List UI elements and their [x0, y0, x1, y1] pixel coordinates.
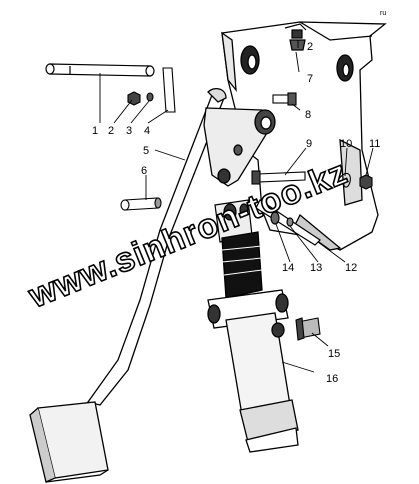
callout-13: 13 [310, 262, 322, 274]
callout-12: 12 [345, 262, 357, 274]
callout-3: 3 [126, 125, 132, 137]
callout-14: 14 [282, 262, 294, 274]
callout-10: 10 [340, 138, 352, 150]
master-cylinder [207, 231, 299, 453]
callout-11: 11 [369, 138, 380, 150]
pedal-upper-arm [203, 107, 276, 187]
callout-7: 7 [307, 73, 313, 85]
callout-1: 1 [92, 125, 98, 137]
callout-2: 2 [108, 125, 114, 137]
leader-lines [99, 40, 374, 373]
callout-5: 5 [143, 145, 149, 157]
callout-labels: 1 2 3 4 5 6 2 7 8 9 10 11 12 13 14 15 16 [92, 41, 380, 385]
callout-16: 16 [326, 373, 338, 385]
upper-bolt-and-clip [284, 23, 307, 51]
clevis-fork [214, 199, 321, 246]
mounting-bracket [221, 21, 387, 251]
callout-4: 4 [144, 125, 150, 137]
callout-9: 9 [306, 138, 312, 150]
callout-8: 8 [305, 109, 311, 121]
pedal-axle [45, 63, 155, 77]
bolt-8 [272, 92, 297, 106]
hose-fitting [295, 317, 321, 341]
bolt-9 [251, 170, 306, 185]
spring-clip-10-11 [337, 172, 373, 190]
callout-2-upper: 2 [307, 41, 313, 53]
callout-15: 15 [328, 348, 340, 360]
clevis-pin [120, 197, 162, 211]
callout-6: 6 [141, 165, 147, 177]
corner-mark: ru [380, 10, 386, 17]
pedal-lever [29, 87, 227, 483]
